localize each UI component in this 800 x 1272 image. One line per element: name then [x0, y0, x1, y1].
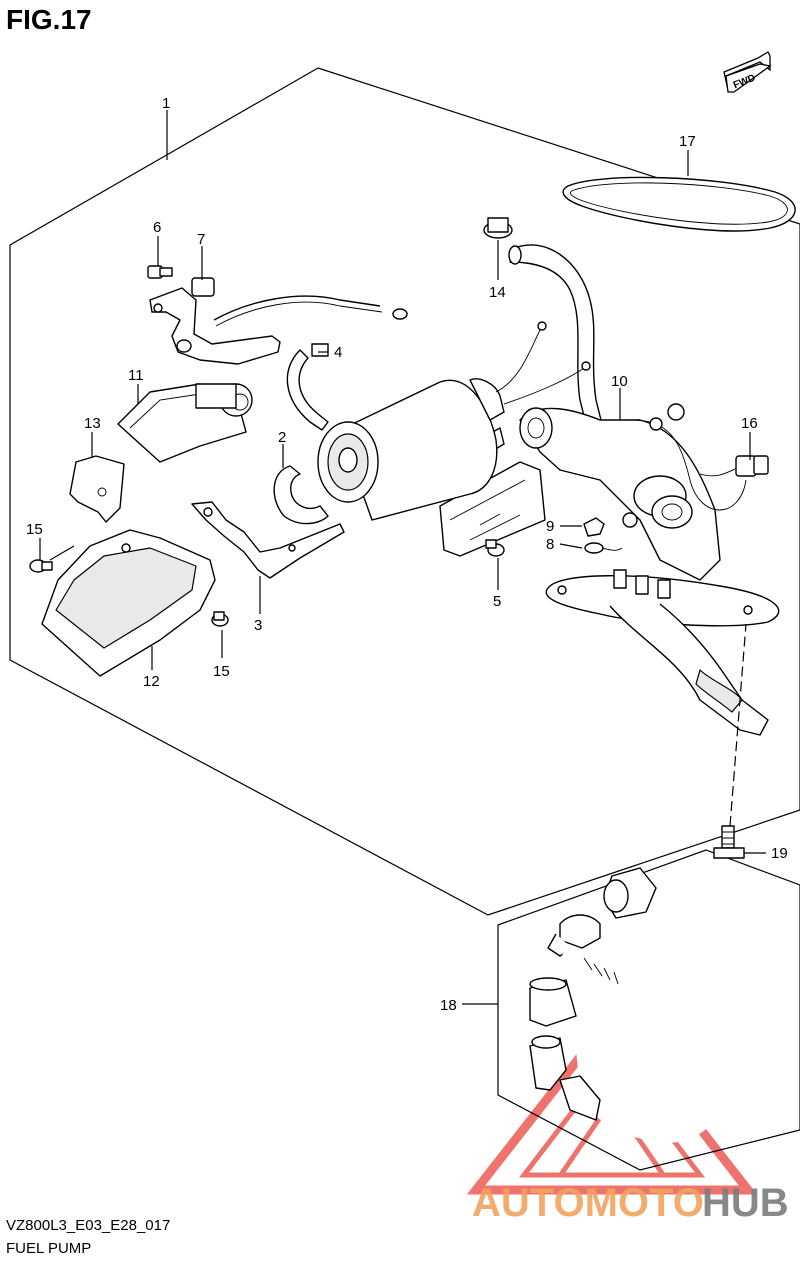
part-9-nut	[583, 517, 605, 537]
callout-13: 13	[84, 415, 101, 432]
callout-15-right: 15	[213, 663, 230, 680]
callout-14: 14	[489, 284, 506, 301]
part-2-cushion	[273, 465, 329, 525]
callout-12: 12	[143, 673, 160, 690]
figure-code: VZ800L3_E03_E28_017	[6, 1217, 171, 1234]
callout-1: 1	[162, 95, 170, 112]
callout-5: 5	[493, 593, 501, 610]
assembly-boundary	[9, 67, 800, 916]
part-18-hose-kit	[529, 867, 743, 1143]
leader-lines	[39, 110, 766, 1005]
figure-name: FUEL PUMP	[6, 1240, 92, 1257]
part-16-connector	[699, 455, 769, 477]
part-15-screw-a	[29, 559, 53, 573]
callout-10: 10	[611, 373, 628, 390]
part-19-bolt	[713, 825, 745, 859]
callout-7: 7	[197, 231, 205, 248]
part-15-screw-b	[211, 611, 229, 627]
part-11-filter	[117, 383, 253, 463]
part-10-pump-housing	[439, 403, 780, 736]
part-8-washer	[584, 542, 623, 554]
callout-8: 8	[546, 536, 554, 553]
part-4-band-clamp	[286, 343, 329, 431]
figure-title: FIG.17	[6, 4, 92, 35]
callout-19: 19	[771, 845, 788, 862]
part-5-screw	[485, 539, 505, 557]
pump-motor-body	[317, 321, 591, 521]
watermark-text-hub: HUB	[702, 1181, 789, 1225]
callout-labels: 1 2 3 4 5 6 7 8 9 10 11 12 13 14 15 15 1…	[26, 95, 788, 1014]
part-12-cover	[41, 529, 216, 677]
hose-kit-boundary	[497, 849, 800, 1171]
part-7-bracket-lead	[149, 277, 408, 365]
part-3-bracket	[191, 501, 345, 579]
watermark-text-automoto: AUTOMOTO	[472, 1181, 704, 1225]
watermark-text: AUTOMOTO HUB	[472, 1181, 789, 1225]
callout-11: 11	[128, 367, 144, 384]
callout-18: 18	[440, 997, 457, 1014]
callout-6: 6	[153, 219, 161, 236]
part-6-screw	[147, 265, 173, 279]
callout-16: 16	[741, 415, 758, 432]
callout-15-left: 15	[26, 521, 43, 538]
fwd-arrow-icon: FWD	[723, 51, 772, 93]
callout-17: 17	[679, 133, 696, 150]
callout-9: 9	[546, 518, 554, 535]
callout-3: 3	[254, 617, 262, 634]
part-14-hose-clip	[483, 217, 626, 471]
callout-4: 4	[334, 344, 342, 361]
callout-2: 2	[278, 429, 286, 446]
part-13-pad	[69, 455, 125, 523]
part-17-gasket-ring	[562, 176, 796, 232]
